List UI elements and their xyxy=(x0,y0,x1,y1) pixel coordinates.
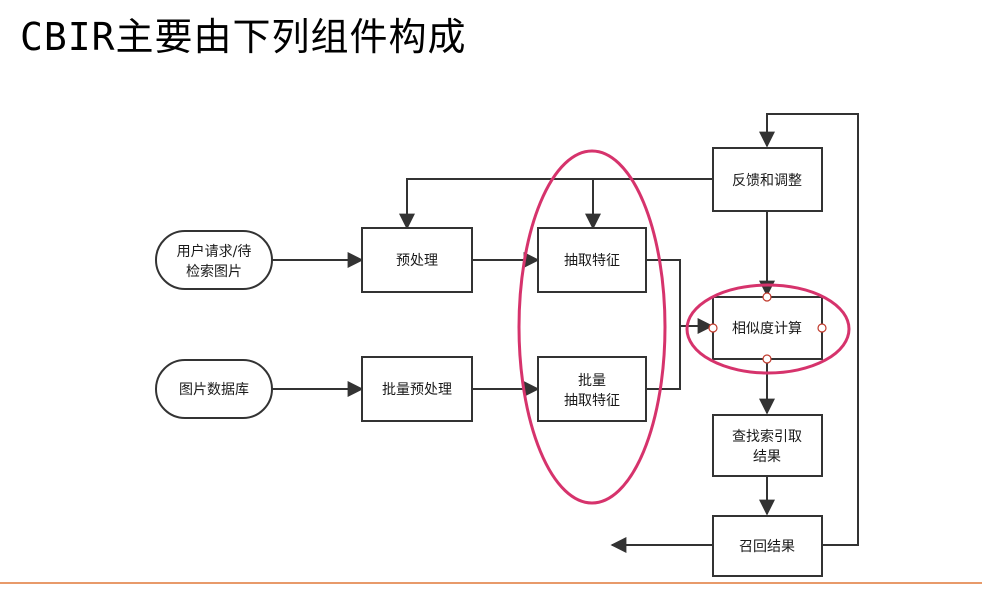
node-similarity-label: 相似度计算 xyxy=(732,321,802,337)
node-extract-features: 抽取特征 xyxy=(537,227,647,293)
edge-recall-to-feedback-loop xyxy=(759,113,859,546)
port-bottom xyxy=(762,354,772,364)
node-recall-results: 召回结果 xyxy=(712,515,823,577)
node-extract-features-label: 抽取特征 xyxy=(564,253,620,269)
node-preprocess: 预处理 xyxy=(361,227,473,293)
node-batch-extract-features-label: 批量 xyxy=(578,373,606,389)
highlight-feature-extraction xyxy=(517,149,667,505)
node-image-db-label: 图片数据库 xyxy=(179,382,249,398)
node-batch-preprocess: 批量预处理 xyxy=(361,356,473,422)
node-search-index-label-2: 结果 xyxy=(753,449,781,465)
node-batch-extract-features-label-2: 抽取特征 xyxy=(564,393,620,409)
node-batch-extract-features: 批量 抽取特征 xyxy=(537,356,647,422)
edge-extract-to-similarity xyxy=(646,259,714,334)
footer-rule xyxy=(0,582,982,584)
node-preprocess-label: 预处理 xyxy=(396,253,438,269)
port-left xyxy=(708,323,718,333)
edge-batch-extract-to-similarity xyxy=(646,326,681,390)
port-right xyxy=(817,323,827,333)
node-feedback-label: 反馈和调整 xyxy=(732,173,802,189)
node-similarity: 相似度计算 xyxy=(708,292,827,364)
node-user-request: 用户请求/待 检索图片 xyxy=(155,230,273,290)
node-feedback: 反馈和调整 xyxy=(712,147,823,212)
node-recall-results-label: 召回结果 xyxy=(739,539,795,555)
node-user-request-label-2: 检索图片 xyxy=(186,263,242,280)
highlight-similarity xyxy=(685,283,851,375)
edge-feedback-to-preprocess xyxy=(399,178,713,230)
node-search-index: 查找索引取 结果 xyxy=(712,414,823,477)
node-user-request-label: 用户请求/待 xyxy=(177,243,252,260)
port-top xyxy=(762,292,772,302)
slide-title: CBIR主要由下列组件构成 xyxy=(20,15,467,59)
node-search-index-label: 查找索引取 xyxy=(732,428,802,445)
node-image-db: 图片数据库 xyxy=(155,359,273,419)
edges xyxy=(272,113,859,553)
node-batch-preprocess-label: 批量预处理 xyxy=(382,382,452,398)
